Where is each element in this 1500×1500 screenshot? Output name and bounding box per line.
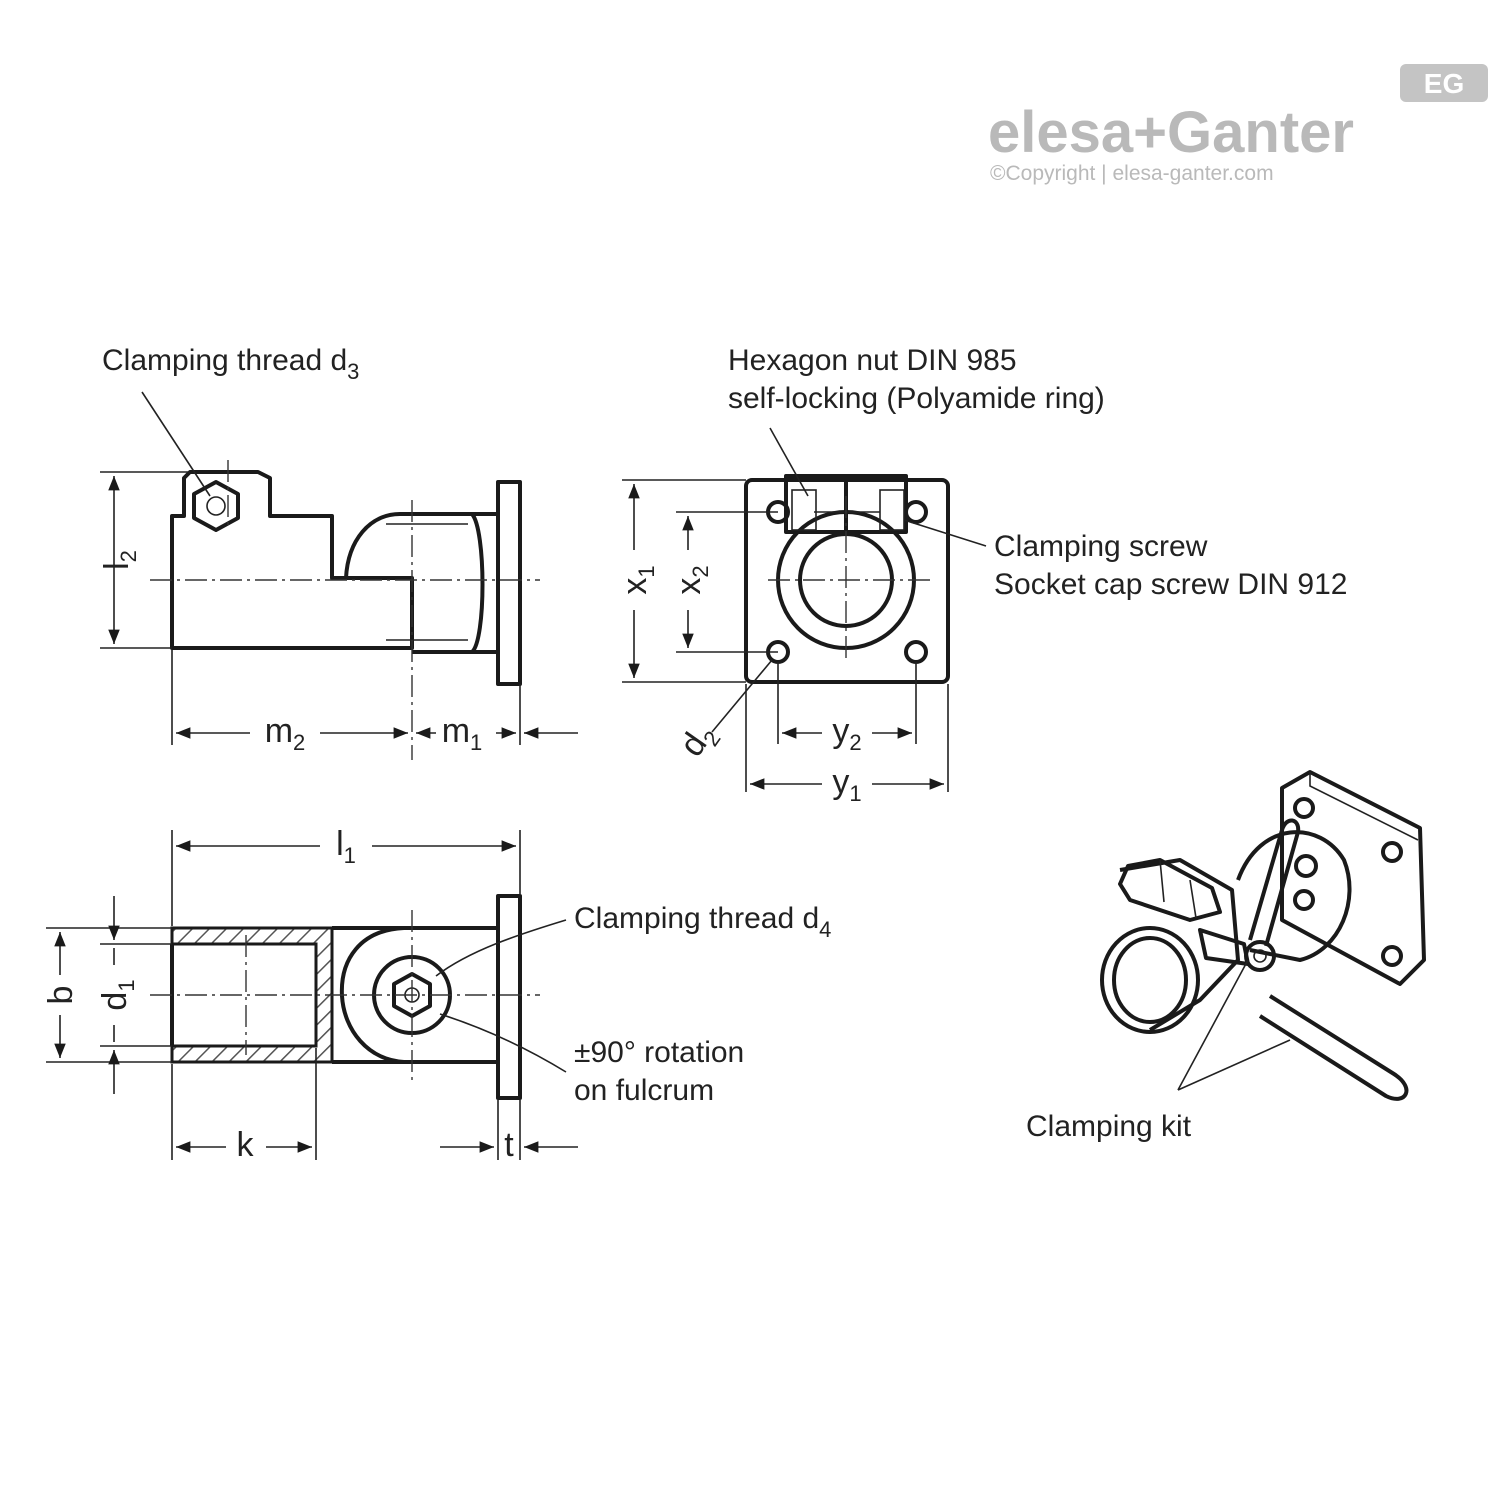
svg-text:x1: x1 <box>616 565 659 594</box>
dim-d1: d1 <box>96 979 139 1010</box>
callout-socket-cap-screw: Socket cap screw DIN 912 <box>994 568 1347 601</box>
dim-b: b <box>42 986 80 1005</box>
callout-on-fulcrum: on fulcrum <box>574 1074 714 1107</box>
flange-top <box>496 894 522 1100</box>
callout-clamping-kit: Clamping kit <box>1026 1110 1192 1143</box>
dim-y1: y1 <box>832 763 861 806</box>
dim-m1: m1 <box>442 712 483 755</box>
callout-clamping-thread-d3: Clamping thread d3 <box>102 344 359 384</box>
isometric-view: Clamping kit <box>1026 770 1426 1143</box>
dim-x2: x2 <box>670 565 713 594</box>
dim-k: k <box>237 1126 255 1164</box>
top-view-section: l1 b d1 k t Clamping thread d4 ±90° rota… <box>42 818 831 1164</box>
brand-badge-box <box>1400 64 1488 102</box>
dim-l1: l1 <box>336 825 356 868</box>
svg-text:b: b <box>42 986 80 1005</box>
hex-nut-d3 <box>192 480 240 532</box>
dim-m2: m2 <box>265 712 306 755</box>
clamp-tube-opening <box>1100 926 1200 1034</box>
callout-hex-nut: Hexagon nut DIN 985 <box>728 344 1017 377</box>
side-view: l2 m2 m1 Clamping thread d3 <box>98 344 578 760</box>
callout-clamping-screw: Clamping screw <box>994 530 1208 563</box>
svg-text:x2: x2 <box>670 565 713 594</box>
dim-y2: y2 <box>832 712 861 755</box>
brand-logo: EG elesa+Ganter ©Copyright | elesa-gante… <box>988 64 1488 185</box>
callout-hex-nut-self-locking: self-locking (Polyamide ring) <box>728 382 1105 415</box>
brand-badge: EG <box>1424 68 1464 99</box>
svg-text:d2: d2 <box>672 716 725 766</box>
flange-side <box>496 480 522 686</box>
callout-rotation: ±90° rotation <box>574 1036 744 1069</box>
brand-copyright: ©Copyright | elesa-ganter.com <box>990 162 1274 185</box>
front-view: x1 x2 d2 y2 y1 Hexagon nut DIN 985 self-… <box>616 344 1347 806</box>
dim-t: t <box>504 1126 514 1164</box>
dim-l2: l2 <box>98 550 141 570</box>
svg-text:d1: d1 <box>96 979 139 1010</box>
svg-text:l2: l2 <box>98 550 141 570</box>
dim-x1: x1 <box>616 565 659 594</box>
dim-d2: d2 <box>672 716 725 766</box>
brand-wordmark: elesa+Ganter <box>988 100 1354 165</box>
callout-clamping-thread-d4: Clamping thread d4 <box>574 902 831 942</box>
